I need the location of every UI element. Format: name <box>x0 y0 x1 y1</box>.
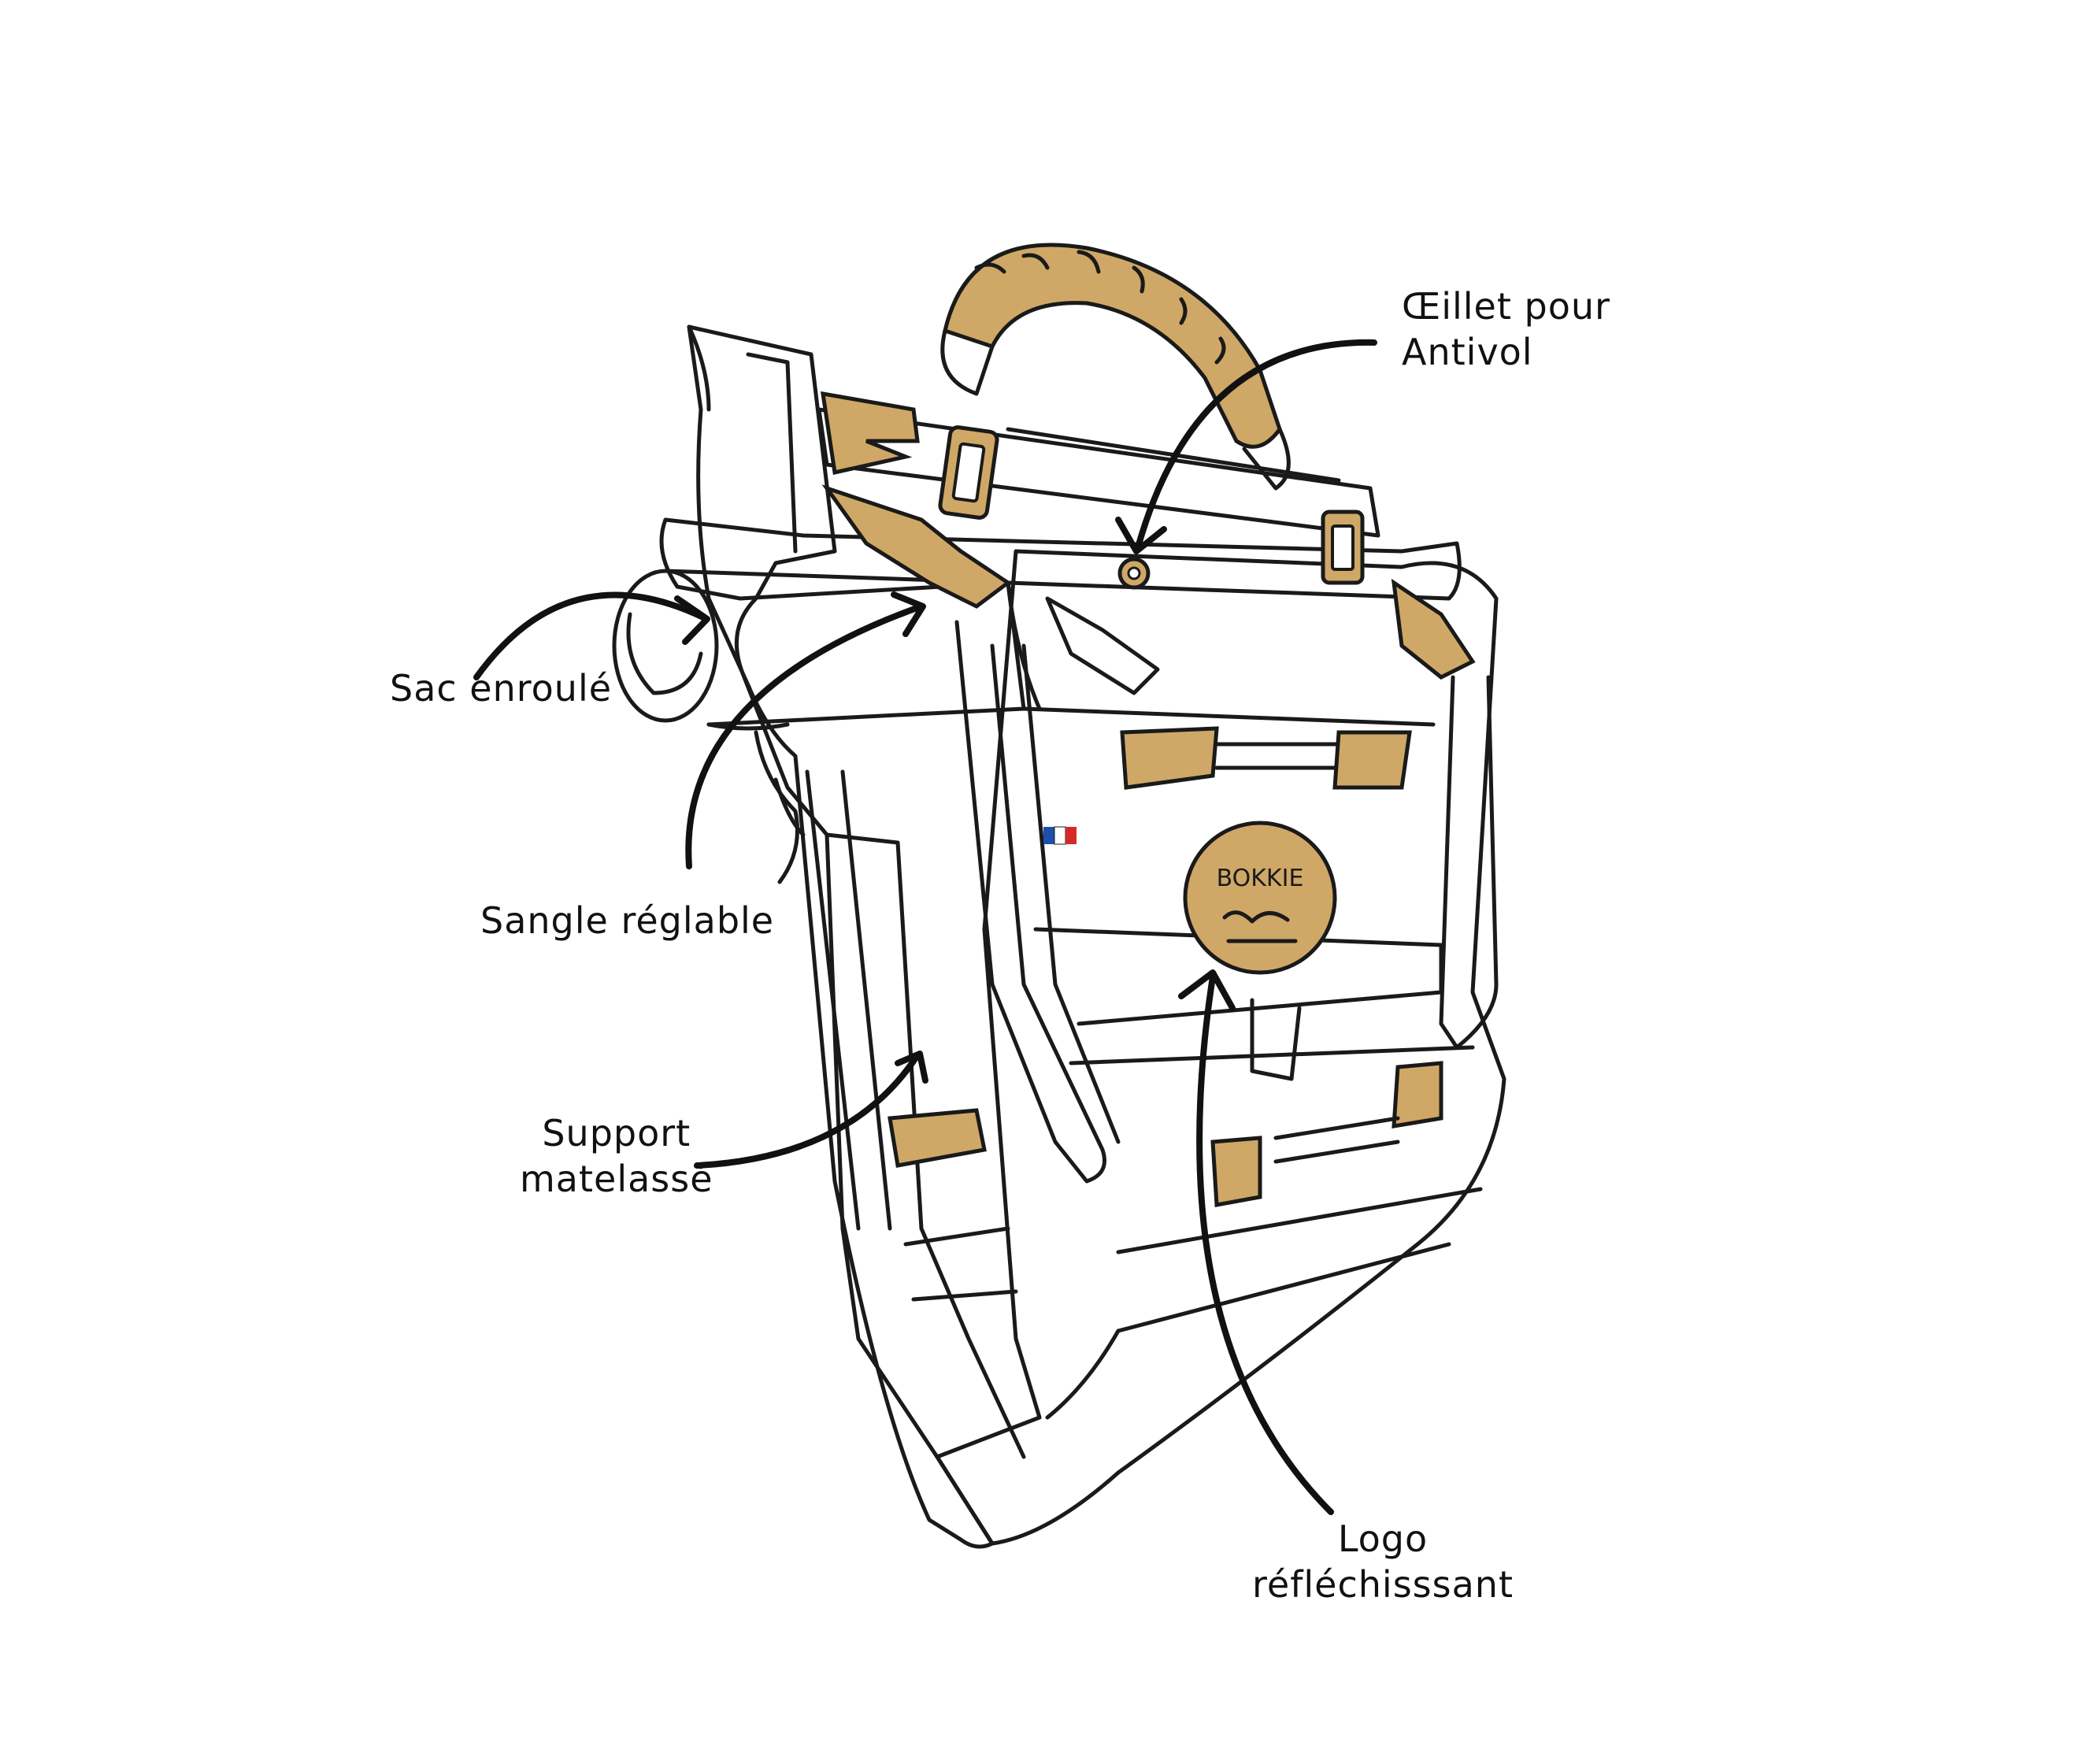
logo-badge: BOKKIE <box>1183 821 1337 975</box>
arrow-icon <box>694 1052 921 1169</box>
arrow-icon <box>1196 973 1334 1515</box>
label-rolled: Sac enroulé <box>390 665 612 711</box>
top-straps <box>817 391 1476 680</box>
label-logo-line1: Logo <box>1337 1518 1429 1560</box>
label-padded-line2: matelassé <box>520 1158 713 1200</box>
label-eyelet-line2: Antivol <box>1402 331 1533 373</box>
handle <box>940 243 1291 491</box>
badge-brand: BOKKIE <box>1217 865 1304 892</box>
label-logo: Logo réfléchisssant <box>1252 1516 1514 1607</box>
arrow-icon <box>685 603 925 869</box>
label-padded: Support matelassé <box>520 1110 713 1202</box>
bag-body <box>687 324 1506 1549</box>
flag-icon <box>1043 826 1077 845</box>
label-eyelet-line1: Œillet pour <box>1402 285 1610 328</box>
label-padded-line1: Support <box>542 1112 691 1154</box>
arrows <box>473 339 1377 1515</box>
label-eyelet: Œillet pour Antivol <box>1402 284 1610 375</box>
arrow-icon <box>1135 339 1377 550</box>
label-strap-line1: Sangle réglable <box>480 899 775 942</box>
arrow-icon <box>473 591 708 680</box>
label-strap: Sangle réglable <box>480 898 774 943</box>
label-logo-line2: réfléchisssant <box>1252 1563 1514 1606</box>
label-rolled-line1: Sac enroulé <box>390 667 613 710</box>
front-straps <box>888 596 1499 1207</box>
roll-top <box>612 517 1462 884</box>
